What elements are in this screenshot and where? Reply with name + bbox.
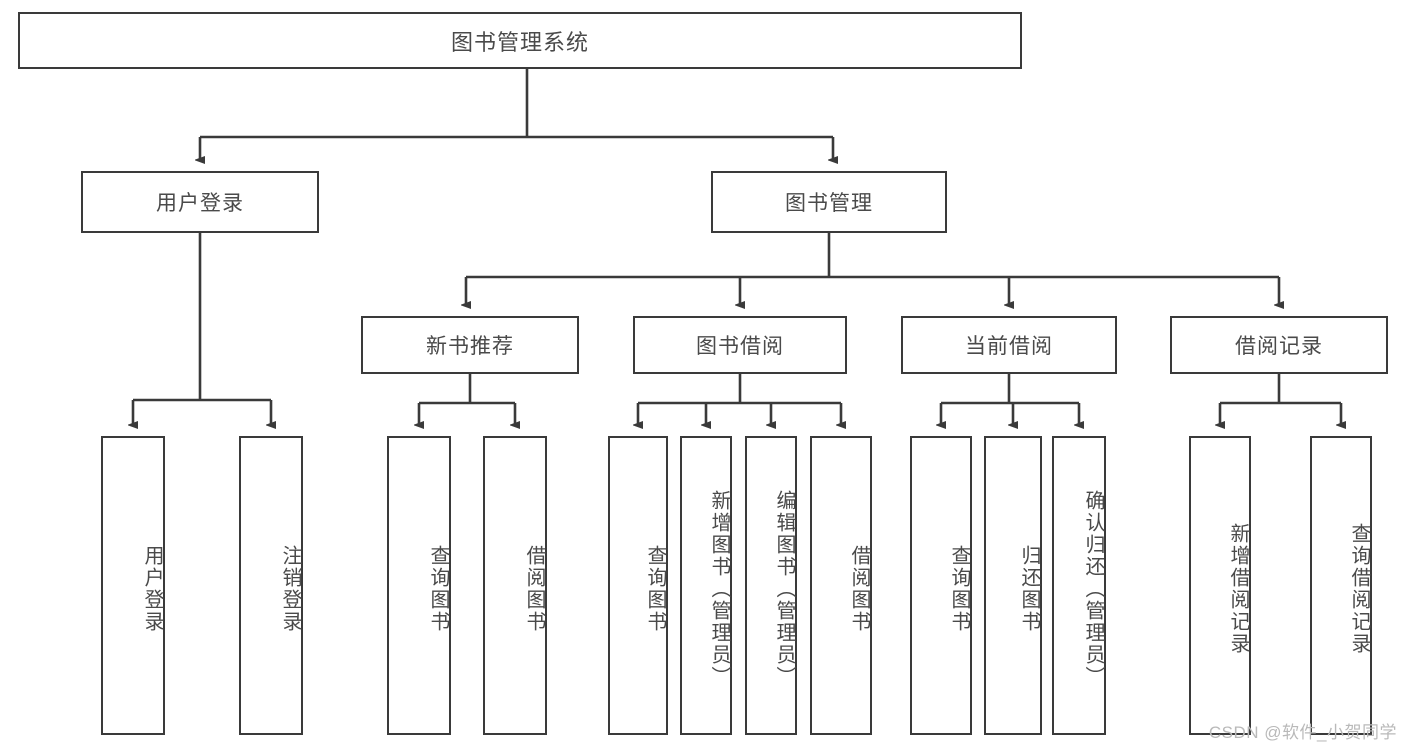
node-root-system[interactable]: 图书管理系统 (18, 12, 1022, 69)
node-label: 借阅图书 (848, 544, 870, 633)
node-label: 借阅图书 (523, 544, 545, 633)
node-book-borrow[interactable]: 图书借阅 (633, 316, 847, 374)
node-label: 注销登录 (279, 544, 301, 633)
leaf-query-book-3[interactable]: 查询图书 (910, 436, 972, 735)
node-label: 当前借阅 (965, 335, 1053, 358)
leaf-add-book[interactable]: 新增图书（管理员） (680, 436, 732, 735)
node-label: 新增图书（管理员） (708, 489, 730, 688)
node-label: 归还图书 (1018, 544, 1040, 633)
node-label: 查询图书 (644, 544, 666, 633)
node-label: 确认归还（管理员） (1082, 489, 1104, 688)
node-label: 编辑图书（管理员） (773, 489, 795, 688)
leaf-user-login[interactable]: 用户登录 (101, 436, 165, 735)
node-book-manage[interactable]: 图书管理 (711, 171, 947, 233)
leaf-query-book-1[interactable]: 查询图书 (387, 436, 451, 735)
node-label: 借阅记录 (1235, 335, 1323, 358)
leaf-logout-login[interactable]: 注销登录 (239, 436, 303, 735)
node-user-login[interactable]: 用户登录 (81, 171, 319, 233)
leaf-add-borrow-record[interactable]: 新增借阅记录 (1189, 436, 1251, 735)
leaf-edit-book[interactable]: 编辑图书（管理员） (745, 436, 797, 735)
leaf-return-book[interactable]: 归还图书 (984, 436, 1042, 735)
leaf-borrow-book-2[interactable]: 借阅图书 (810, 436, 872, 735)
node-label: 图书管理系统 (450, 29, 589, 55)
leaf-query-borrow-record[interactable]: 查询借阅记录 (1310, 436, 1372, 735)
leaf-confirm-return[interactable]: 确认归还（管理员） (1052, 436, 1106, 735)
node-label: 图书借阅 (696, 335, 784, 358)
node-label: 查询图书 (427, 544, 449, 633)
node-new-book-recommend[interactable]: 新书推荐 (361, 316, 579, 374)
node-label: 新书推荐 (426, 335, 514, 358)
node-label: 查询借阅记录 (1348, 522, 1370, 655)
watermark: CSDN @软件_小贺同学 (1208, 723, 1397, 742)
node-current-borrow[interactable]: 当前借阅 (901, 316, 1117, 374)
leaf-borrow-book-1[interactable]: 借阅图书 (483, 436, 547, 735)
node-label: 图书管理 (785, 192, 873, 215)
leaf-query-book-2[interactable]: 查询图书 (608, 436, 668, 735)
node-label: 用户登录 (156, 192, 244, 215)
node-label: 新增借阅记录 (1227, 522, 1249, 655)
node-borrow-record[interactable]: 借阅记录 (1170, 316, 1388, 374)
node-label: 用户登录 (141, 544, 163, 633)
node-label: 查询图书 (948, 544, 970, 633)
